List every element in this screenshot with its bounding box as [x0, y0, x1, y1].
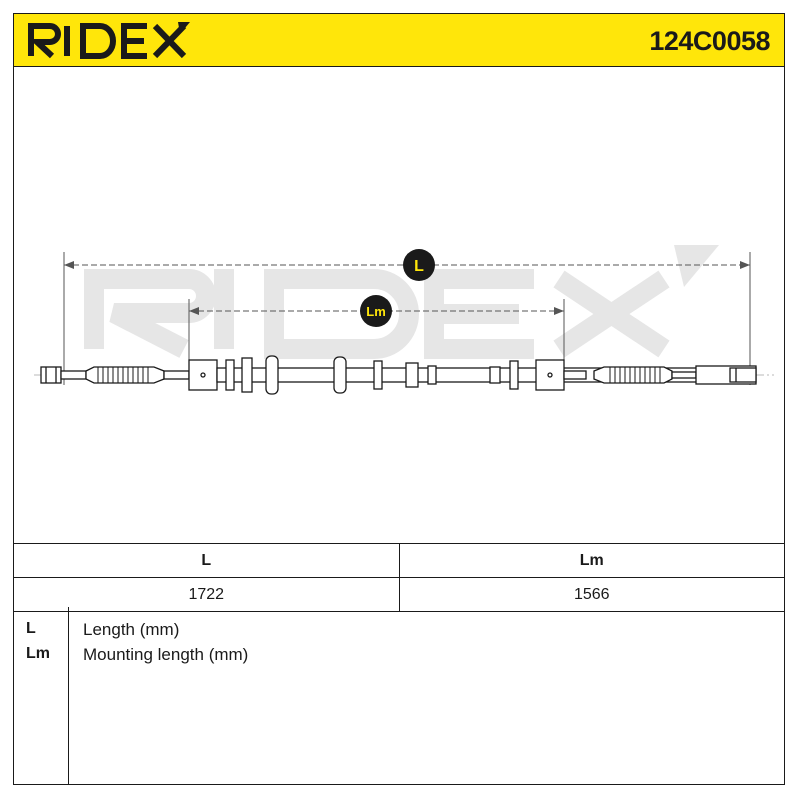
value-l: 1722: [14, 577, 400, 612]
legend-key-lm: Lm: [26, 645, 50, 662]
header-bar: 124C0058: [14, 14, 784, 67]
brake-cable: [34, 355, 774, 395]
column-header-lm: Lm: [399, 543, 784, 578]
value-lm: 1566: [399, 577, 784, 612]
dimension-l-label: L: [414, 258, 424, 275]
legend-key-l: L: [26, 620, 36, 637]
cable-drawing: L Lm: [14, 67, 784, 543]
column-header-l: L: [14, 543, 400, 578]
ridex-watermark: [84, 245, 719, 359]
dimension-l-badge: [403, 249, 435, 281]
legend-keys-column: L Lm: [14, 607, 69, 784]
ridex-logo: [28, 22, 190, 59]
spec-table: L Lm 1722 1566: [14, 543, 784, 612]
legend: L Lm Length (mm) Mounting length (mm): [14, 607, 784, 784]
part-number: 124C0058: [649, 26, 770, 56]
legend-description-l: Length (mm): [83, 620, 180, 639]
product-sheet: 124C0058 L: [13, 13, 785, 785]
dimension-lm-label: Lm: [366, 304, 386, 319]
legend-description-lm: Mounting length (mm): [83, 645, 249, 664]
dimension-lm-badge: [360, 295, 392, 327]
